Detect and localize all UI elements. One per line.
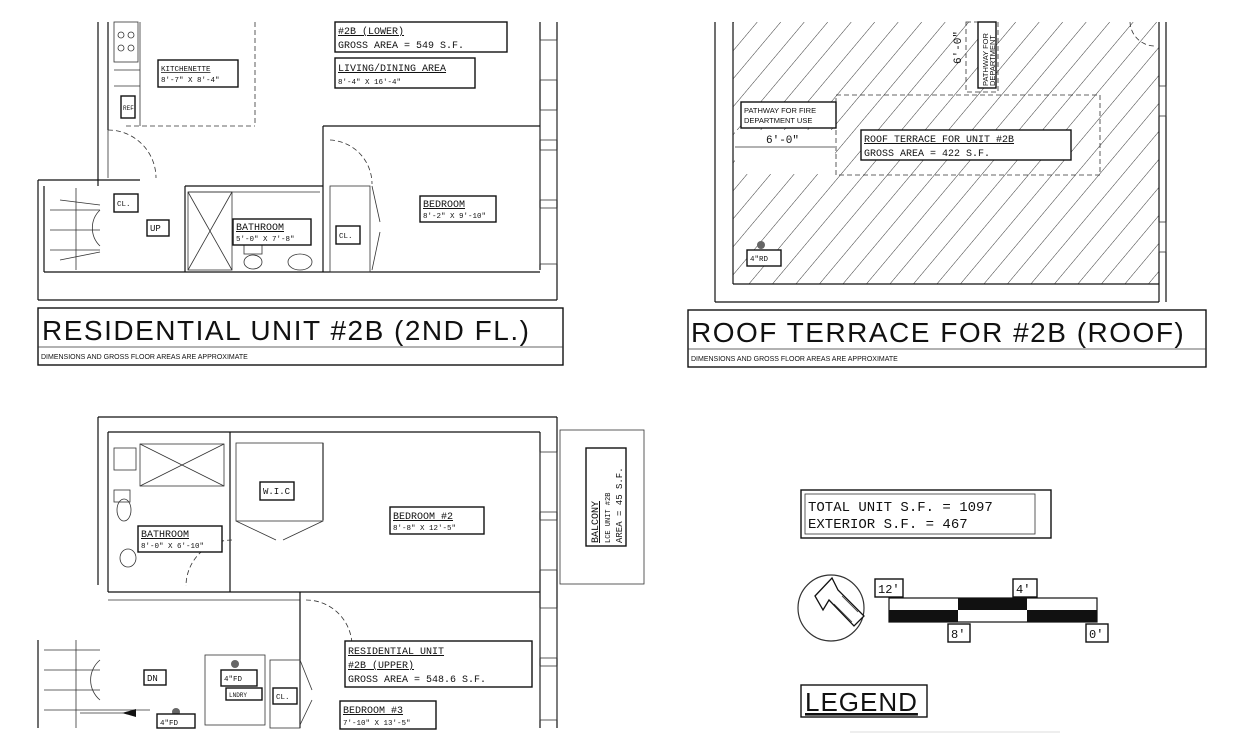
tag-upper-closet: CL. [272,687,298,705]
scale-label-4: 4' [1016,583,1030,597]
scale-bar: 12' 4' 8' 0' [874,578,1109,643]
label-roof-terrace: ROOF TERRACE FOR UNIT #2B GROSS AREA = 4… [860,129,1072,161]
tag-closet-1: CL. [113,193,139,213]
svg-text:LNDRY: LNDRY [229,692,247,699]
pathway-dim: 6'-0" [766,135,799,147]
label-unit-upper: RESIDENTIAL UNIT #2B (UPPER) GROSS AREA … [344,640,533,688]
svg-text:4"FD: 4"FD [224,676,243,684]
terrace-name: ROOF TERRACE FOR UNIT #2B [864,135,1014,146]
svg-text:LCE UNIT #2B: LCE UNIT #2B [605,493,613,543]
title-roof: ROOF TERRACE FOR #2B (ROOF) [691,317,1185,348]
note-roof: DIMENSIONS AND GROSS FLOOR AREAS ARE APP… [691,356,898,363]
label-pathway-fire: PATHWAY FOR FIRE DEPARTMENT USE 6'-0" [735,101,837,148]
svg-text:RESIDENTIAL UNIT: RESIDENTIAL UNIT [348,647,444,658]
plan-upper-floor [37,416,645,729]
scale-label-12: 12' [878,583,900,597]
bedroom2-name: BEDROOM #2 [393,512,453,523]
label-kitchenette: KITCHENETTE 8'-7" X 8'-4" [157,59,239,88]
svg-text:AREA = 45 S.F.: AREA = 45 S.F. [615,467,625,543]
title-block-roof: ROOF TERRACE FOR #2B (ROOF) DIMENSIONS A… [687,309,1207,368]
svg-text:CL.: CL. [276,694,290,702]
svg-text:CL.: CL. [117,201,131,209]
svg-text:UP: UP [150,224,161,234]
label-balcony: BALCONY LCE UNIT #2B AREA = 45 S.F. [585,447,627,547]
kitchenette-name: KITCHENETTE [161,66,211,74]
living-room-name: LIVING/DINING AREA [338,63,446,75]
upper-bathroom-name: BATHROOM [141,530,189,541]
scale-label-0: 0' [1089,628,1103,642]
upper-bathroom-dims: 8'-0" X 6'-10" [141,543,204,551]
label-living-dining: LIVING/DINING AREA 8'-4" X 16'-4" [334,57,476,89]
tag-floor-drain-1: 4"FD [220,669,258,687]
bedroom2-dims: 8'-8" X 12'-5" [393,525,456,533]
balcony-name: BALCONY [591,501,602,543]
bedroom3-dims: 7'-10" X 13'-5" [343,720,411,728]
kitchenette-dims: 8'-7" X 8'-4" [161,77,220,85]
tag-closet-2: CL. [335,225,361,245]
unit-lower-label: #2B (LOWER) [338,26,404,38]
unit-lower-area: GROSS AREA = 549 S.F. [338,41,464,52]
svg-text:DEPARTMENT: DEPARTMENT [988,35,997,86]
unit-upper-area: GROSS AREA = 548.6 S.F. [348,675,486,686]
bathroom-name: BATHROOM [236,223,284,234]
exterior-sf: EXTERIOR S.F. = 467 [808,517,968,533]
svg-text:DEPARTMENT USE: DEPARTMENT USE [744,116,812,125]
scale-label-8: 8' [951,628,965,642]
label-bedroom-2: BEDROOM #2 8'-8" X 12'-5" [389,506,485,535]
label-pathway-vertical: PATHWAY FOR DEPARTMENT 6'-0" [953,21,997,89]
north-arrow-icon [797,574,865,642]
tag-ref: REF [120,95,136,119]
label-unit-lower: #2B (LOWER) GROSS AREA = 549 S.F. [334,21,508,53]
svg-text:PATHWAY FOR FIRE: PATHWAY FOR FIRE [744,106,816,115]
title-block-2nd: RESIDENTIAL UNIT #2B (2ND FL.) DIMENSION… [37,307,564,366]
title-2nd-floor: RESIDENTIAL UNIT #2B (2ND FL.) [42,315,530,346]
svg-text:DN: DN [147,674,158,684]
stair-arrow-icon [122,709,136,717]
tag-up: UP [146,219,170,237]
label-bedroom: BEDROOM 8'-2" X 9'-10" [419,195,497,223]
svg-text:4"RD: 4"RD [750,256,769,264]
tag-dn: DN [143,669,167,686]
tag-floor-drain-2: 4"FD [156,713,196,729]
bedroom-dims: 8'-2" X 9'-10" [423,213,486,221]
bedroom-name: BEDROOM [423,200,465,211]
note-2nd-floor: DIMENSIONS AND GROSS FLOOR AREAS ARE APP… [41,354,248,361]
label-bedroom-3: BEDROOM #3 7'-10" X 13'-5" [339,700,437,730]
svg-text:#2B (UPPER): #2B (UPPER) [348,660,414,672]
label-upper-bathroom: BATHROOM 8'-0" X 6'-10" [137,525,223,553]
label-bathroom: BATHROOM 5'-0" X 7'-8" [232,218,312,246]
label-wic: W.I.C [259,481,295,501]
bathroom-dims: 5'-0" X 7'-8" [236,236,295,244]
terrace-area: GROSS AREA = 422 S.F. [864,149,990,160]
svg-text:6'-0": 6'-0" [953,31,965,64]
total-unit-sf: TOTAL UNIT S.F. = 1097 [808,500,993,516]
svg-text:REF: REF [123,105,134,112]
svg-text:4"FD: 4"FD [160,720,179,728]
plan-roof [714,21,1167,303]
bedroom3-name: BEDROOM #3 [343,706,403,717]
living-room-dims: 8'-4" X 16'-4" [338,79,401,87]
svg-text:CL.: CL. [339,233,353,241]
svg-text:PATHWAY FOR: PATHWAY FOR [981,32,990,86]
svg-text:W.I.C: W.I.C [263,487,291,497]
totals-box: TOTAL UNIT S.F. = 1097 EXTERIOR S.F. = 4… [800,489,1052,539]
tag-roof-drain: 4"RD [746,249,782,267]
tag-laundry: LNDRY [225,687,263,701]
plan-2nd-floor [37,21,558,301]
legend-title: LEGEND [805,687,918,717]
legend: LEGEND [800,684,1060,733]
